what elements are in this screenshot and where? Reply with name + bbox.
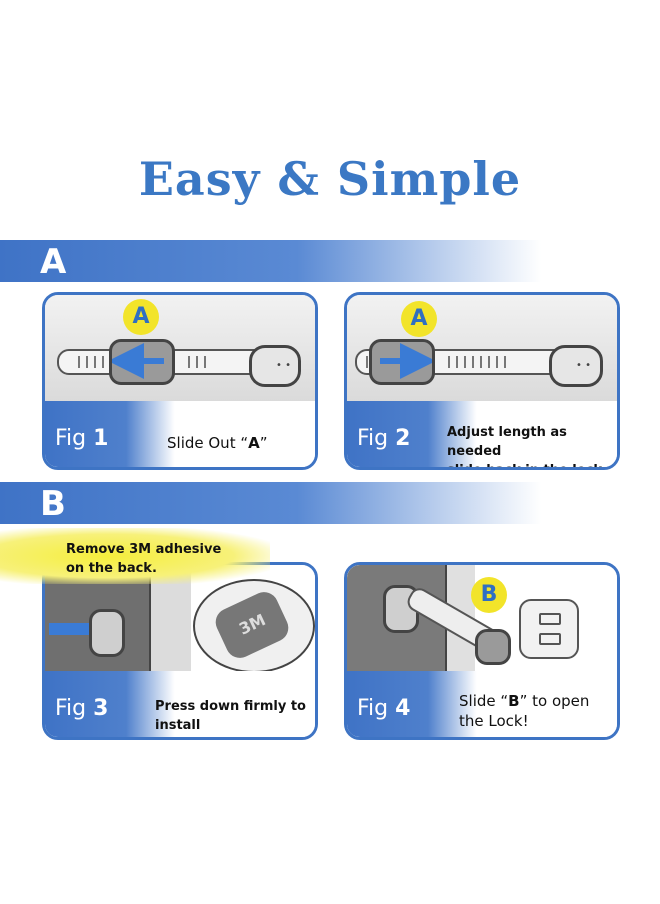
fig-3-caption: Press down firmly to install — [155, 699, 306, 733]
adhesive-label: 3M — [235, 609, 269, 639]
badge-a-icon: A — [123, 299, 159, 335]
fig-3-label: Fig 3 — [55, 696, 109, 721]
page-title: Easy & Simple — [138, 152, 522, 206]
lock-catch: • • — [549, 345, 603, 387]
lock-catch — [475, 629, 511, 665]
badge-a-icon: A — [401, 301, 437, 337]
mount-plate — [519, 599, 579, 659]
lock-catch: • • — [249, 345, 301, 387]
fig-3-panel: 3M Fig 3 Press down firmly to install — [42, 562, 318, 740]
fig-2-footer — [347, 401, 617, 467]
fig-2-illustration: • • A — [347, 295, 617, 407]
fig-2-caption: Adjust length as needed slide back in th… — [447, 425, 602, 467]
adhesive-zoom: 3M — [193, 579, 315, 673]
fig-3-footer — [45, 671, 315, 737]
slider-body — [109, 339, 175, 385]
badge-b-icon: B — [471, 577, 507, 613]
fig-4-illustration: B — [347, 565, 617, 677]
fig-1-label: Fig 1 — [55, 426, 109, 451]
fig-2-panel: • • A Fig 2 Adjust length as needed slid… — [344, 292, 620, 470]
fig-1-caption: Slide Out “A” — [167, 434, 268, 452]
fig-4-panel: B Fig 4 Slide “B” to open the Lock! — [344, 562, 620, 740]
fig-1-footer — [45, 401, 315, 467]
section-b-label: B — [40, 484, 66, 524]
fig-2-label: Fig 2 — [357, 426, 411, 451]
section-a-label: A — [40, 242, 67, 282]
fig-1-panel: • • A Fig 1 Slide Out “A” — [42, 292, 318, 470]
fig-4-label: Fig 4 — [357, 696, 411, 721]
install-arrow-icon — [49, 623, 89, 635]
lock-unit — [89, 609, 125, 657]
callout-highlight — [0, 528, 270, 584]
fig-4-caption: Slide “B” to open the Lock! — [459, 692, 590, 730]
adhesive-pad: 3M — [211, 587, 293, 663]
fig-4-footer — [347, 671, 617, 737]
section-b-band: B — [0, 482, 660, 524]
adhesive-callout: Remove 3M adhesive on the back. — [66, 542, 222, 576]
fig-1-illustration: • • A — [45, 295, 315, 407]
section-a-band: A — [0, 240, 660, 282]
slider-body — [369, 339, 435, 385]
